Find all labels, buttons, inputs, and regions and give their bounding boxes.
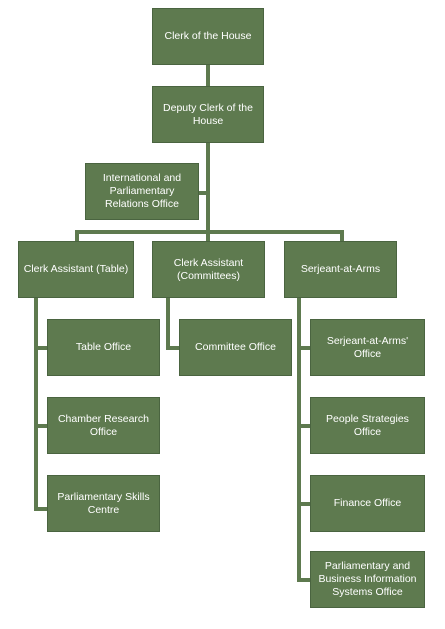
node-serjeant-at-arms: Serjeant-at-Arms [284,241,397,298]
connector-deputy-trunk [206,142,210,233]
node-committee-office: Committee Office [179,319,292,376]
node-international-relations-office: International and Parliamentary Relation… [85,163,199,220]
node-table-office: Table Office [47,319,160,376]
connector-serjeant-office [297,346,311,350]
connector-ca-committees [206,230,210,241]
connector-serjeant [340,230,344,241]
node-clerk-assistant-committees: Clerk Assistant (Committees) [152,241,265,298]
connector-finance [297,502,311,506]
connector-people [297,424,311,428]
node-business-information-systems-office: Parliamentary and Business Information S… [310,551,425,608]
connector-committees-vertical [166,297,170,350]
node-people-strategies-office: People Strategies Office [310,397,425,454]
node-serjeant-at-arms-office: Serjeant-at-Arms' Office [310,319,425,376]
connector-skills [34,507,48,511]
connector-serjeant-vertical [297,297,301,582]
node-finance-office: Finance Office [310,475,425,532]
node-deputy-clerk: Deputy Clerk of the House [152,86,264,143]
node-parliamentary-skills-centre: Parliamentary Skills Centre [47,475,160,532]
connector-ca-table [75,230,79,241]
connector-clerk-deputy [206,64,210,86]
node-chamber-research-office: Chamber Research Office [47,397,160,454]
connector-chamber-research [34,424,48,428]
node-clerk-of-the-house: Clerk of the House [152,8,264,65]
connector-committee-office [166,346,180,350]
node-clerk-assistant-table: Clerk Assistant (Table) [18,241,134,298]
connector-intl [198,191,208,195]
connector-table-office [34,346,48,350]
connector-table-vertical [34,297,38,511]
connector-pbis [297,578,311,582]
